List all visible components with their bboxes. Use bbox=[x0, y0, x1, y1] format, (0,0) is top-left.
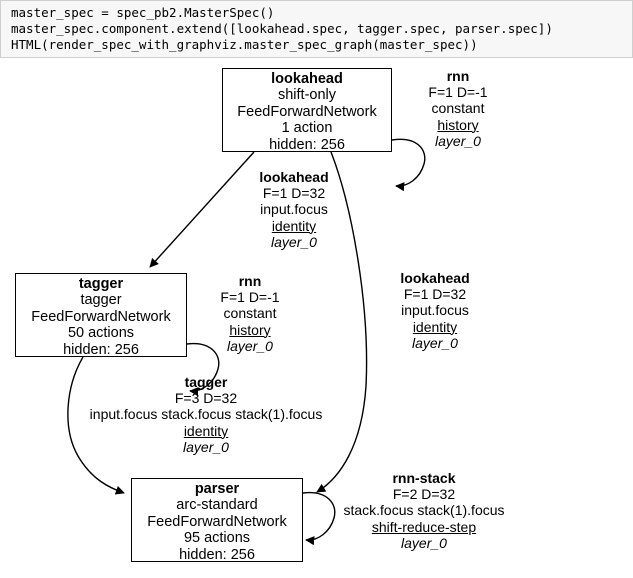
node-lookahead[interactable]: lookahead shift-only FeedForwardNetwork … bbox=[222, 68, 392, 153]
node-parser-line-3: 95 actions bbox=[183, 530, 251, 547]
master-spec-graph: lookahead shift-only FeedForwardNetwork … bbox=[0, 56, 633, 578]
edge-label-tagger-to-parser: tagger F=3 D=32 input.focus stack.focus … bbox=[82, 374, 330, 455]
edge-label-dims: F=1 D=-1 bbox=[220, 289, 280, 306]
edge-lookahead-to-tagger bbox=[149, 151, 255, 268]
edge-lookahead-to-parser bbox=[316, 151, 368, 493]
edge-label-features: stack.focus stack(1).focus bbox=[343, 502, 505, 519]
edge-label-title: rnn-stack bbox=[392, 470, 456, 486]
node-tagger-title: tagger bbox=[78, 276, 124, 292]
edge-label-features: input.focus bbox=[260, 201, 328, 218]
node-parser-line-1: arc-standard bbox=[176, 497, 258, 514]
edge-label-dims: F=1 D=-1 bbox=[428, 84, 488, 101]
edge-label-network: identity bbox=[412, 318, 458, 335]
node-parser-title: parser bbox=[194, 481, 240, 497]
edge-label-layer: layer_0 bbox=[435, 132, 481, 149]
edge-label-rnn-stack-parser-self: rnn-stack F=2 D=32 stack.focus stack(1).… bbox=[324, 470, 524, 551]
edge-label-network: identity bbox=[271, 217, 317, 234]
edge-label-layer: layer_0 bbox=[227, 337, 273, 354]
node-tagger[interactable]: tagger tagger FeedForwardNetwork 50 acti… bbox=[15, 273, 187, 358]
edge-label-network: shift-reduce-step bbox=[371, 518, 477, 535]
node-tagger-line-3: 50 actions bbox=[67, 325, 135, 342]
edge-label-title: rnn bbox=[446, 68, 470, 84]
node-lookahead-line-3: 1 action bbox=[281, 120, 333, 137]
edge-rnn-tagger-self bbox=[186, 342, 220, 397]
edge-label-title: tagger bbox=[184, 374, 228, 390]
node-tagger-line-2: FeedForwardNetwork bbox=[31, 308, 171, 325]
edge-label-rnn-lookahead-self: rnn F=1 D=-1 constant history layer_0 bbox=[416, 68, 500, 149]
edge-label-dims: F=1 D=32 bbox=[262, 185, 326, 202]
code-line-2: master_spec.component.extend([lookahead.… bbox=[11, 21, 553, 36]
edge-label-features: input.focus stack.focus stack(1).focus bbox=[89, 406, 323, 423]
edge-label-title: rnn bbox=[238, 273, 262, 289]
edge-label-network: history bbox=[437, 116, 479, 133]
edge-rnn-stack-parser-self bbox=[302, 491, 336, 546]
node-lookahead-title: lookahead bbox=[271, 71, 343, 87]
edge-label-title: lookahead bbox=[259, 169, 329, 185]
edge-label-lookahead-to-parser: lookahead F=1 D=32 input.focus identity … bbox=[372, 270, 498, 351]
node-parser-line-2: FeedForwardNetwork bbox=[147, 513, 287, 530]
edge-label-features: input.focus bbox=[401, 302, 469, 319]
edge-label-dims: F=3 D=32 bbox=[174, 390, 238, 407]
code-line-3: HTML(render_spec_with_graphviz.master_sp… bbox=[11, 37, 478, 52]
code-line-1: master_spec = spec_pb2.MasterSpec() bbox=[11, 5, 275, 20]
edge-label-layer: layer_0 bbox=[271, 233, 317, 250]
edge-label-features: constant bbox=[223, 305, 277, 322]
edge-label-layer: layer_0 bbox=[401, 534, 447, 551]
node-tagger-line-1: tagger bbox=[80, 292, 122, 309]
node-tagger-line-4: hidden: 256 bbox=[63, 341, 139, 358]
edge-label-layer: layer_0 bbox=[183, 438, 229, 455]
node-parser[interactable]: parser arc-standard FeedForwardNetwork 9… bbox=[131, 478, 303, 563]
node-lookahead-line-1: shift-only bbox=[277, 87, 337, 104]
node-parser-line-4: hidden: 256 bbox=[179, 546, 255, 563]
edge-label-layer: layer_0 bbox=[412, 334, 458, 351]
edge-label-network: history bbox=[229, 321, 271, 338]
edge-label-features: constant bbox=[431, 100, 485, 117]
edge-tagger-to-parser bbox=[67, 356, 125, 495]
node-lookahead-line-4: hidden: 256 bbox=[269, 136, 345, 153]
edge-label-network: identity bbox=[183, 422, 229, 439]
edge-label-rnn-tagger-self: rnn F=1 D=-1 constant history layer_0 bbox=[208, 273, 292, 354]
edge-label-title: lookahead bbox=[400, 270, 470, 286]
edge-label-lookahead-to-tagger: lookahead F=1 D=32 input.focus identity … bbox=[231, 169, 357, 250]
node-lookahead-line-2: FeedForwardNetwork bbox=[237, 103, 377, 120]
graph-edge-layer bbox=[67, 138, 426, 546]
edge-rnn-lookahead-self bbox=[391, 138, 426, 192]
edge-label-dims: F=1 D=32 bbox=[403, 286, 467, 303]
edge-label-dims: F=2 D=32 bbox=[392, 486, 456, 503]
code-input-cell[interactable]: master_spec = spec_pb2.MasterSpec() mast… bbox=[0, 0, 633, 58]
